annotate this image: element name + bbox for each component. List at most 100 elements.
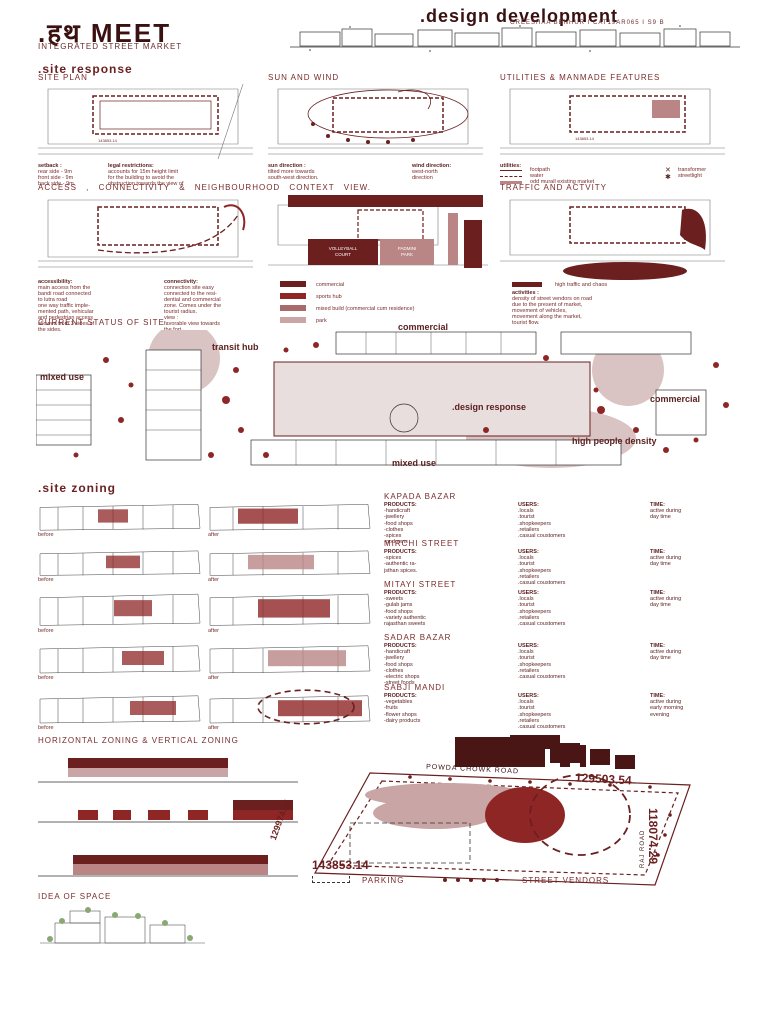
time-label: TIME: [650, 590, 665, 596]
user-item: .tourist [518, 514, 535, 521]
label-mixed-use-bottom: mixed use [392, 458, 437, 468]
before-label: before [38, 532, 54, 538]
products-label: PRODUCTS: [384, 693, 417, 699]
zone-sketch [39, 550, 371, 576]
zone-products: PRODUCTS: -handicraft-jwellery-food shop… [384, 502, 417, 545]
note-label: wind direction: [412, 163, 452, 169]
user-item: .shopkeepers [518, 661, 552, 668]
idea-heading: IDEA OF SPACE [38, 892, 112, 901]
product-item: -handicraft [384, 508, 410, 515]
note-text: density of street vendors on road due to… [512, 296, 593, 326]
panel-title-traffic: TRAFFIC AND ACTVITY [500, 183, 608, 192]
product-item: jsthan spices. [384, 567, 418, 574]
zone-users: USERS: .locals.tourist.shopkeepers.retai… [518, 693, 565, 730]
utilities-sketch: 143853.14 [500, 88, 725, 155]
zone-name: MITAYI STREET [384, 580, 457, 589]
zone-sketch [39, 504, 371, 531]
label-transit-hub: transit hub [212, 342, 259, 352]
product-item: -spices [384, 555, 402, 562]
legend-swatch-commercial [280, 281, 306, 287]
legend-label: high traffic and chaos [555, 282, 608, 288]
after-label: after [208, 675, 220, 681]
legend-swatch-sports [280, 293, 306, 299]
users-label: USERS: [518, 643, 539, 649]
note-text: west-north direction [412, 169, 438, 181]
side-road-label: RAJ ROAD [640, 829, 646, 868]
zone-products: PRODUCTS: -handicraft-jwellery-food shop… [384, 643, 419, 686]
dim-right: 118074.29 [646, 808, 660, 865]
note-text: accounts for 15m height limit for the bu… [108, 169, 184, 187]
dim-top: 129503.54 [574, 770, 633, 788]
parking-legend-icon [312, 876, 350, 883]
note-label: accessibility: [38, 279, 73, 285]
user-item: .casual coustomers [518, 674, 566, 681]
time-item: day time [650, 514, 671, 521]
time-item: day time [650, 602, 671, 609]
time-label: TIME: [650, 549, 665, 555]
user-item: .locals [518, 649, 534, 656]
product-item: -jwellery [384, 514, 405, 521]
product-item: -dairy products [384, 717, 421, 724]
page-subtitle: INTEGRATED STREET MARKET [38, 42, 183, 51]
user-item: .tourist [518, 561, 535, 568]
footpath-line [500, 170, 522, 171]
users-label: USERS: [518, 549, 539, 555]
volleyball-label: VOLLEYBALL [329, 246, 358, 251]
zone-users: USERS: .locals.tourist.shopkeepers.retai… [518, 549, 565, 586]
before-label: before [38, 577, 54, 583]
legend-swatch-mixed [280, 305, 306, 311]
dim-bottom: 143853.14 [312, 858, 369, 872]
sun-wind-sketch [268, 88, 483, 155]
note-label: sun direction : [268, 163, 306, 169]
user-item: .shopkeepers [518, 567, 552, 574]
users-label: USERS: [518, 590, 539, 596]
user-item: .tourist [518, 655, 535, 662]
current-status-heading: CURRENT STATUS OF SITE [38, 318, 165, 327]
product-item: -clothes [384, 526, 404, 533]
zone-name: SADAR BAZAR [384, 633, 452, 642]
legend-label: park [316, 318, 327, 324]
product-item: -handicraft [384, 649, 410, 656]
time-item: early morning [650, 705, 684, 712]
product-item: -spices [384, 533, 402, 540]
user-item: .tourist [518, 602, 535, 609]
users-label: USERS: [518, 693, 539, 699]
product-item: -food shops [384, 520, 413, 527]
user-item: .retailers [518, 526, 540, 533]
panel-title-utilities: UTILITIES & MANMADE FEATURES [500, 73, 661, 82]
time-item: day time [650, 561, 671, 568]
note-text: rear side - 9m front side - 9m back side… [38, 169, 74, 187]
legend-label: commercial [316, 282, 345, 288]
user-item: .casual coustomers [518, 724, 566, 731]
label-design-response: .design response [452, 402, 527, 412]
after-label: after [208, 532, 220, 538]
time-item: active during [650, 596, 682, 603]
legend-swatch-traffic [512, 282, 542, 287]
zone-sketch [39, 689, 371, 725]
market-swatch [500, 181, 522, 184]
user-item: .shopkeepers [518, 711, 552, 718]
label-commercial-right: commercial [650, 394, 701, 404]
time-item: active during [650, 508, 682, 515]
user-item: .retailers [518, 717, 540, 724]
time-label: TIME: [650, 643, 665, 649]
svg-text:COURT: COURT [335, 252, 351, 257]
product-item: -sweets [384, 596, 403, 603]
neighbourhood-sketch: VOLLEYBALL COURT PADMINI PARK [268, 195, 488, 268]
zone-name: SABJI MANDI [384, 683, 446, 692]
users-label: USERS: [518, 502, 539, 508]
user-item: .casual coustomers [518, 621, 566, 628]
user-item: .locals [518, 508, 534, 515]
vendors-legend-icon [443, 878, 499, 882]
user-item: .retailers [518, 573, 540, 580]
product-item: -food shops [384, 661, 413, 668]
product-item: -gulab jams [384, 602, 413, 609]
note-text: tilted more towards south-west direction… [268, 169, 319, 181]
note-text: transformer streetlight [678, 167, 707, 179]
user-item: .casual coustomers [518, 580, 566, 587]
products-label: PRODUCTS: [384, 643, 417, 649]
before-label: before [38, 675, 54, 681]
